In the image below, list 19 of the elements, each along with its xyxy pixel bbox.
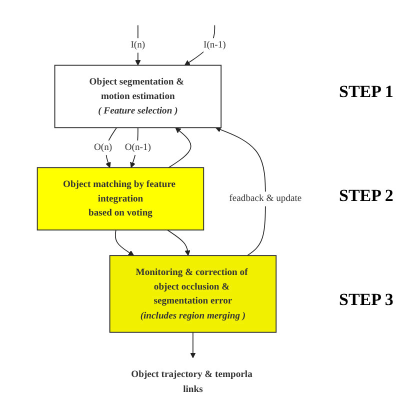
step-label: STEP 1 <box>339 82 394 102</box>
arrow <box>105 127 118 168</box>
node-box: Monitoring & correction of object occlusion & segmentation error (includes region merging ) <box>109 255 277 333</box>
arrow <box>168 127 192 168</box>
edge-label: O(n) <box>94 142 112 153</box>
arrow <box>166 230 190 256</box>
edge-label: I(n-1) <box>204 40 226 50</box>
arrow <box>184 24 216 66</box>
step-label: STEP 3 <box>339 290 394 310</box>
edge-label: O(n-1) <box>124 142 151 153</box>
arrow <box>190 332 196 358</box>
arrow <box>114 230 134 256</box>
node-text: Object trajectory & temporla links <box>131 369 252 394</box>
node-box: Object matching by feature integration based on voting <box>36 167 204 230</box>
arrow <box>215 126 266 256</box>
step-label: STEP 2 <box>339 186 394 206</box>
node-box: Object segmentation & motion estimation ( Feature selection ) <box>54 64 222 128</box>
edge-label: feadback & update <box>229 194 302 204</box>
edge-label: I(n) <box>130 40 146 50</box>
